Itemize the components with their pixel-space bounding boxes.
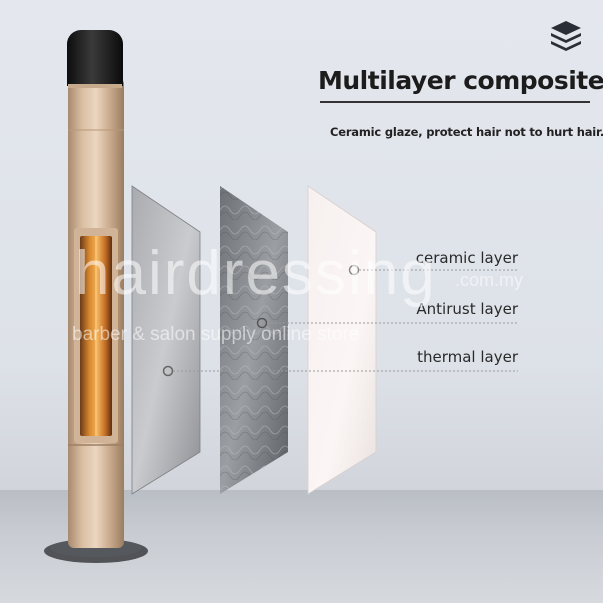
subtitle: Ceramic glaze, protect hair not to hurt …	[330, 125, 603, 139]
layers-stack-icon	[551, 21, 581, 51]
leader-thermal	[162, 365, 518, 377]
title-underline	[320, 101, 590, 103]
label-thermal-layer: thermal layer	[417, 348, 518, 366]
label-antirust-layer: Antirust layer	[416, 300, 518, 318]
plate-thermal-white	[308, 186, 376, 494]
label-ceramic-layer: ceramic layer	[415, 249, 518, 267]
plate-ceramic-brushed	[132, 186, 200, 494]
leader-ceramic	[348, 264, 518, 276]
page-title: Multilayer composite	[318, 66, 603, 95]
leader-antirust	[256, 317, 518, 329]
